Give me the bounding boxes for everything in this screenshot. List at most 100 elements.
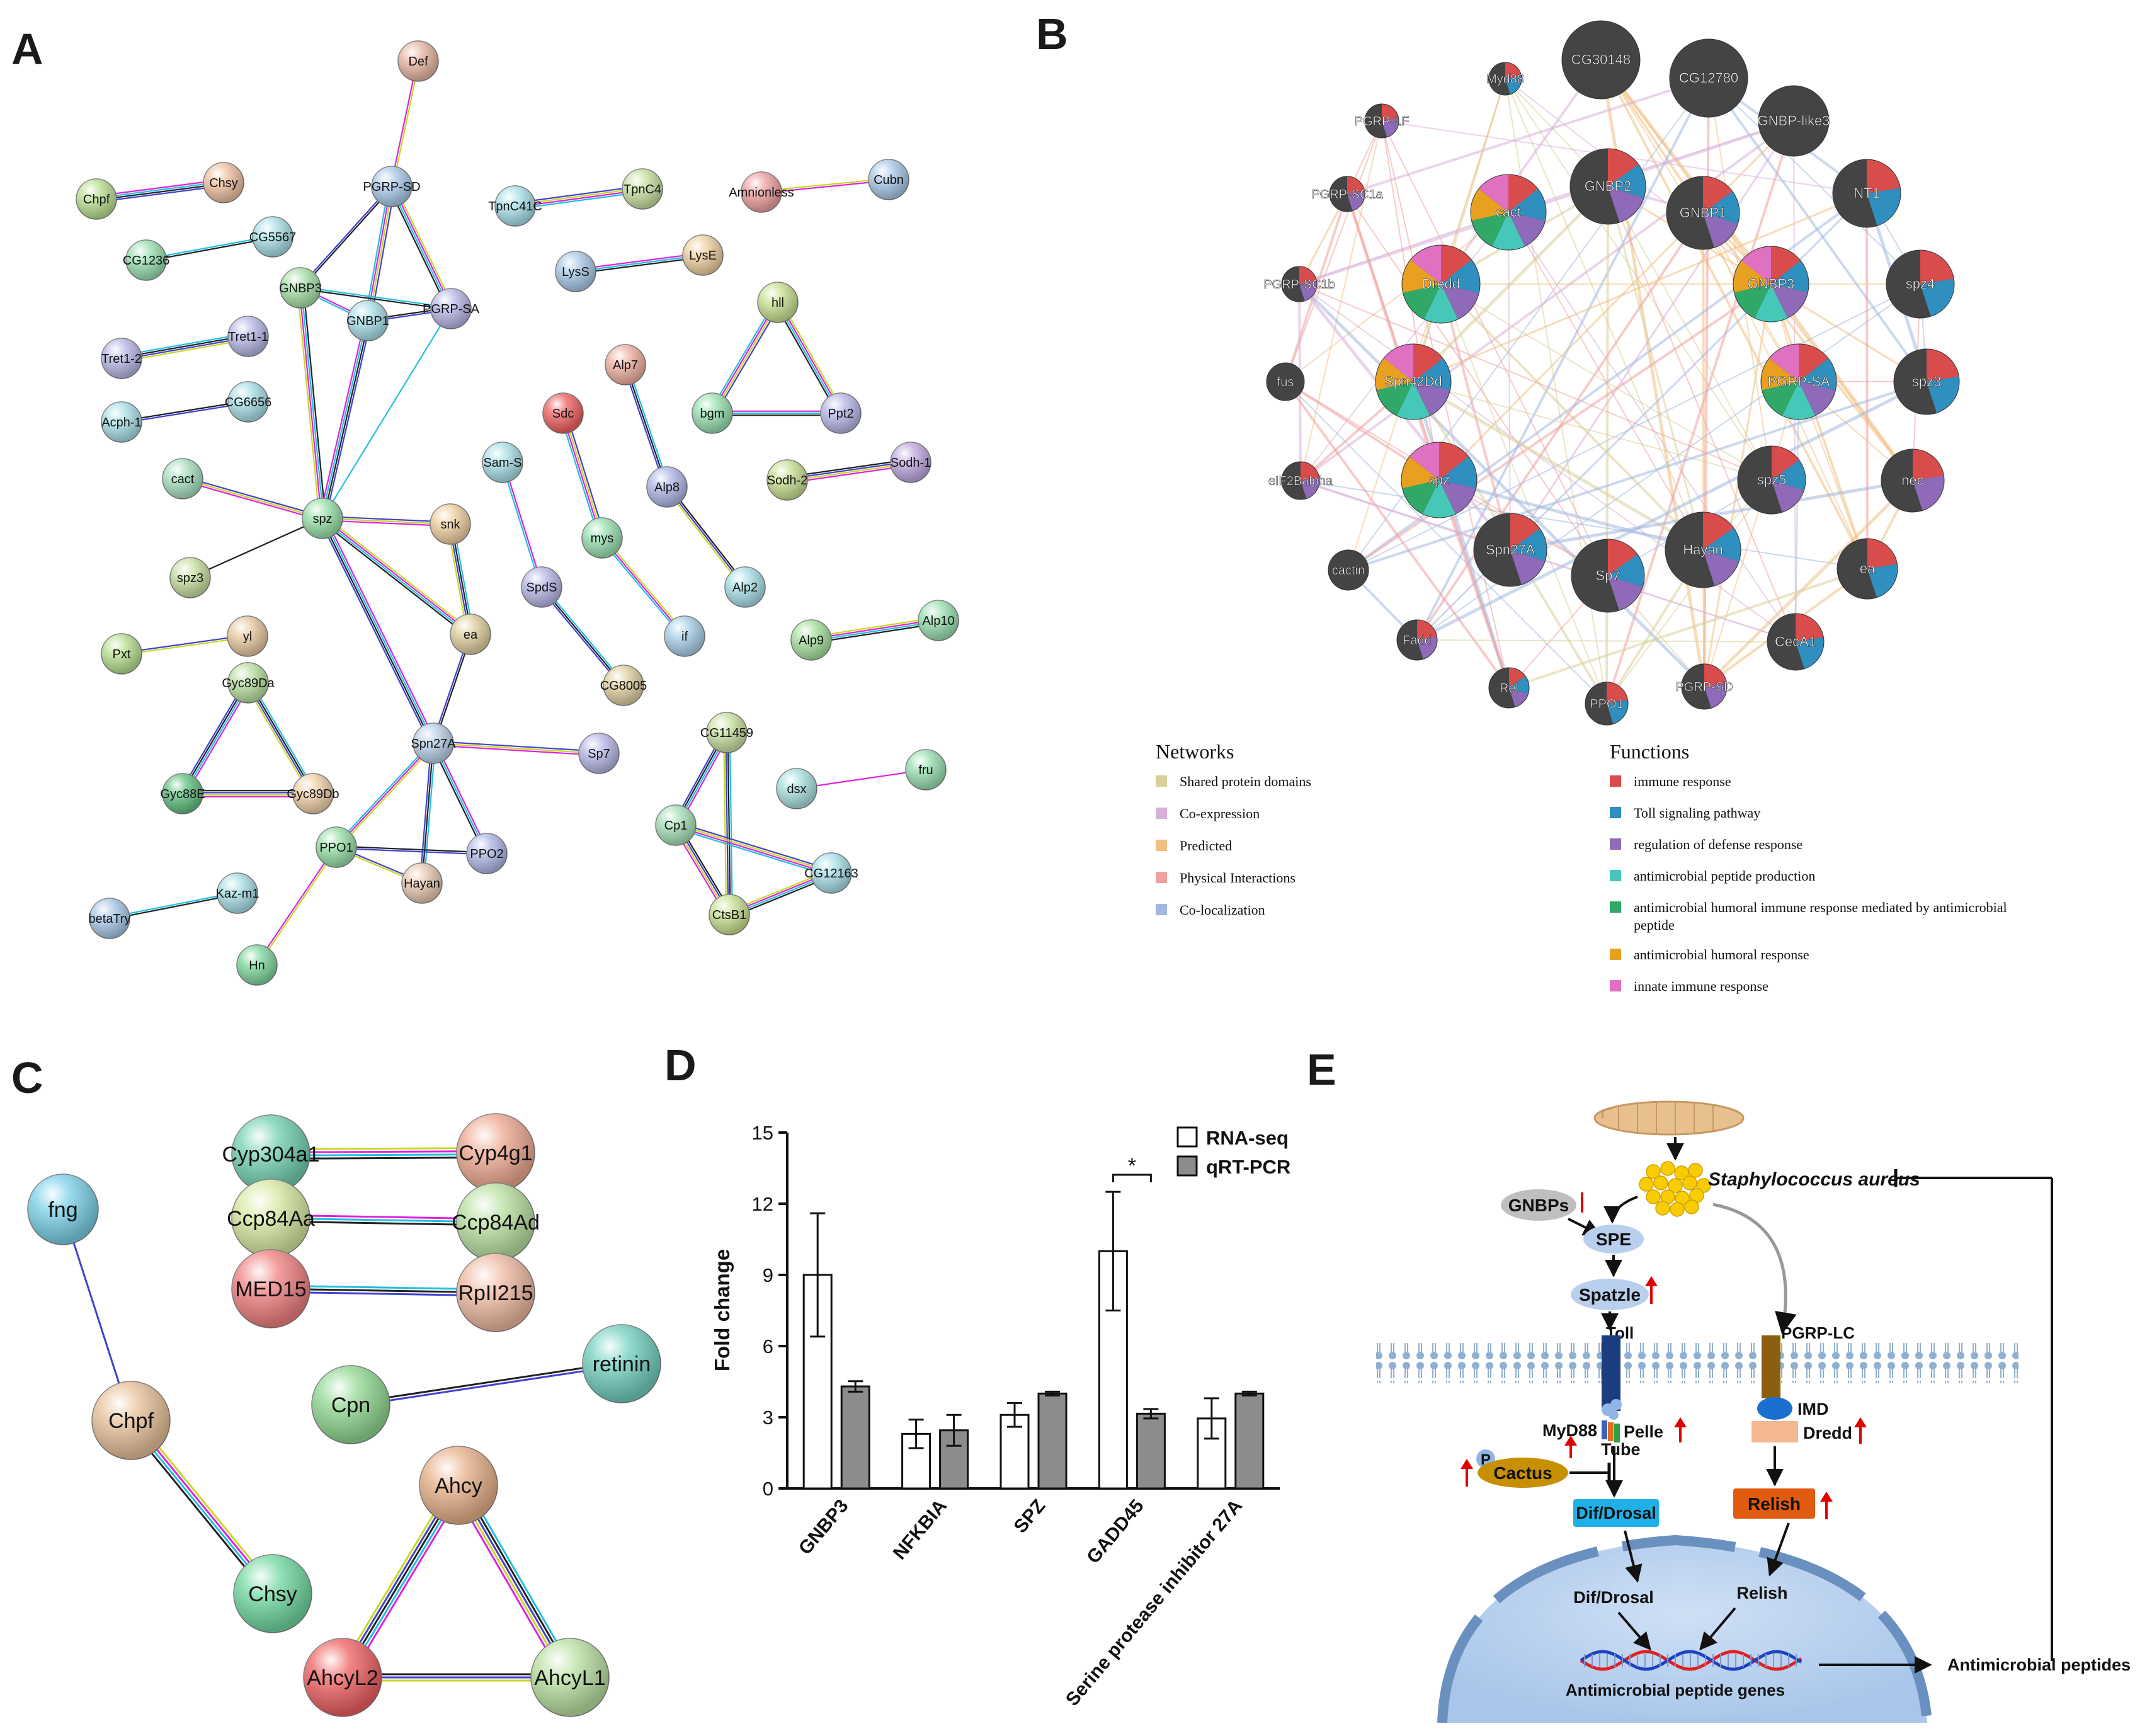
network-node: fus [1266, 362, 1305, 401]
network-node: nec [1881, 448, 1945, 513]
network-node: Alp9 [790, 619, 832, 661]
network-edge [723, 732, 733, 915]
network-edge [319, 517, 437, 745]
node-label: nec [1901, 472, 1923, 488]
pelle-block [1614, 1424, 1620, 1442]
network-node: TpnC4 [622, 168, 663, 210]
node-label: bgm [700, 407, 725, 421]
node-label: PGRP-SD [363, 180, 420, 194]
network-node: Chsy [203, 162, 244, 203]
network-node: Spn27A [411, 722, 456, 764]
network-node: Hayan [1665, 511, 1741, 588]
network-node: GNBP3 [1733, 246, 1809, 323]
network-node: Hayan [401, 862, 443, 904]
node-label: yl [243, 630, 252, 644]
network-node: ea [1837, 538, 1898, 600]
y-tick-label: 15 [752, 1122, 773, 1144]
legend-network-label: Co-expression [1180, 806, 1260, 821]
legend-network-item: Co-localization [1156, 902, 1265, 918]
node-label: spz5 [1757, 472, 1786, 488]
network-edge [190, 517, 323, 579]
network-node: yl [227, 615, 268, 657]
node-label: spz [312, 512, 332, 526]
network-node: Chpf [76, 178, 117, 220]
network-edge [255, 846, 338, 966]
network-node: spz4 [1886, 249, 1955, 319]
node-label: GNBP1 [1680, 205, 1727, 220]
network-edge [120, 333, 249, 362]
node-label: LysS [562, 265, 589, 279]
network-node: GNBP1 [346, 300, 389, 341]
network-edge [145, 235, 273, 262]
legend-function-item: antimicrobial humoral immune response me… [1610, 899, 2007, 933]
cactus-label: Cactus [1493, 1463, 1552, 1483]
node-label: SpdS [527, 581, 557, 595]
network-edge [501, 462, 544, 588]
network-node: Ccp84Aa [227, 1179, 315, 1258]
network-node: Sp7 [578, 733, 620, 774]
network-node: hll [757, 282, 799, 323]
network-node: Sodh-1 [890, 442, 931, 483]
network-node: CG12163 [804, 852, 858, 894]
network-edge [336, 845, 487, 855]
network-node: Hn [236, 944, 278, 986]
node-label: Ccp84Aa [227, 1207, 315, 1231]
legend-function-label: antimicrobial humoral response [1634, 947, 1809, 962]
node-label: Alp9 [799, 634, 824, 648]
node-label: Ccp84Ad [452, 1211, 540, 1235]
network-node: PGRP-SC1b [1263, 266, 1335, 302]
network-edge [796, 768, 926, 790]
network-node: AhcyL2 [303, 1638, 382, 1717]
network-node: AhcyL1 [530, 1638, 610, 1717]
network-node: Rel [1488, 667, 1530, 709]
pelle-label: Pelle [1624, 1422, 1663, 1441]
network-edge [664, 485, 748, 589]
difdrosal-nuclear-label: Dif/Drosal [1573, 1588, 1654, 1607]
node-label: Sodh-1 [891, 456, 931, 470]
network-node: Fadd [1396, 619, 1438, 661]
node-label: NT1 [1854, 185, 1880, 201]
legend-function-label: Toll signaling pathway [1634, 805, 1760, 821]
node-label: CtsB1 [712, 908, 746, 922]
node-label: eIF2Balpha [1268, 474, 1333, 488]
bar [1197, 1417, 1227, 1490]
larva-icon [1593, 1100, 1745, 1136]
network-node: Acph-1 [101, 401, 142, 443]
network-node: Alp10 [918, 600, 959, 641]
bar [1037, 1392, 1068, 1490]
network-node: Sp7 [1571, 539, 1645, 613]
node-label: Rel [1500, 682, 1518, 695]
node-label: GNBP2 [1585, 178, 1632, 194]
node-label: retinin [593, 1352, 651, 1376]
gnbps-label: GNBPs [1508, 1196, 1569, 1215]
network-node: Cyp4g1 [456, 1113, 535, 1192]
node-label: Spn27A [411, 737, 456, 751]
node-label: mys [591, 532, 614, 545]
network-edge [709, 300, 782, 416]
network-node: Tret1-1 [227, 316, 269, 357]
node-label: PPO2 [470, 847, 503, 861]
node-label: PGRP-SA [423, 302, 480, 316]
network-node: cactin [1328, 549, 1369, 591]
node-label: Cp1 [664, 819, 688, 833]
legend-function-item: innate immune response [1610, 978, 1768, 994]
node-label: Cyp4g1 [458, 1141, 532, 1165]
node-label: Hayan [1683, 542, 1723, 557]
node-label: Sam-S [483, 456, 521, 470]
network-edge [433, 740, 600, 757]
network-node: Sdc [542, 392, 584, 434]
node-label: TpnC41C [488, 200, 542, 214]
bar [840, 1385, 870, 1490]
panel-b-genemania-network: Myd88CG30148CG12780GNBP-like3PGRP-LFGNBP… [1263, 20, 1960, 726]
node-label: cactin [1332, 564, 1365, 578]
network-node: Sam-S [482, 442, 523, 483]
network-edge [600, 536, 687, 638]
network-node: Tret1-2 [101, 338, 142, 379]
node-label: CG12780 [1679, 70, 1738, 86]
legend-function-item: antimicrobial humoral response [1610, 947, 1809, 962]
legend-function-item: regulation of defense response [1610, 837, 1802, 852]
network-node: Spn42Dd [1375, 343, 1452, 420]
node-label: CG12163 [804, 867, 858, 881]
legend-function-item: Toll signaling pathway [1610, 805, 1760, 821]
